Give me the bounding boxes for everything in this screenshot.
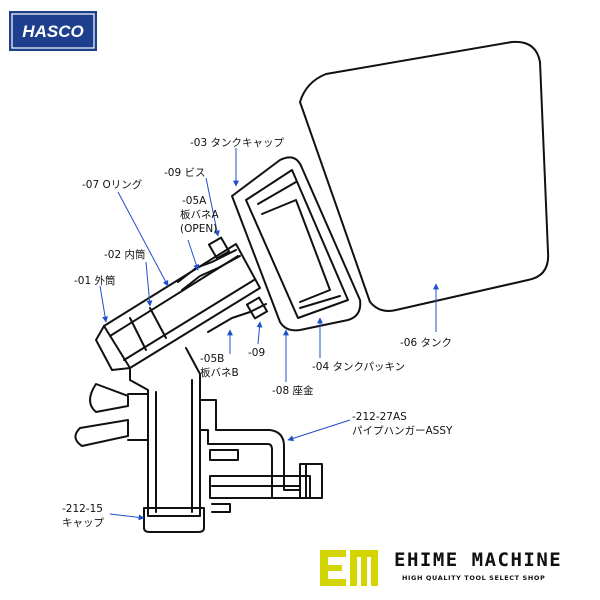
tank-cap-outline (231, 156, 362, 332)
outer-tube-outline (103, 243, 261, 369)
label-spring-b: -05B (200, 353, 224, 365)
ehime-machine-logo (318, 548, 380, 588)
hasco-logo: HASCO (8, 10, 98, 52)
handle-body (129, 347, 201, 517)
leader-inner-tube (145, 261, 153, 307)
label-spring-a: -05A (182, 195, 207, 207)
label-pipe-hanger-name: パイプハンガーASSY (352, 425, 453, 437)
leader-pipe-hanger (287, 419, 351, 442)
label-spring-a-name: 板バネA (180, 208, 219, 221)
label-spring-a-open: (OPEN) (180, 223, 217, 235)
label-spring-b-name: 板バネB (200, 366, 239, 379)
label-tank-cap: -03 タンクキャップ (190, 137, 284, 149)
label-screw-top: -09 ビス (164, 167, 206, 179)
svg-text:HASCO: HASCO (22, 22, 83, 41)
tank-body (299, 40, 550, 312)
label-tank-packing: -04 タンクパッキン (312, 361, 405, 373)
spring-b-shape (207, 303, 267, 333)
label-o-ring: -07 Oリング (82, 178, 143, 191)
label-washer: -08 座金 (272, 384, 314, 397)
label-pipe-hanger: -212-27AS (352, 411, 407, 423)
cap-shape (143, 507, 205, 533)
label-outer-tube: -01 外筒 (74, 274, 116, 287)
label-cap: -212-15 (62, 503, 103, 515)
leader-screw-top (205, 177, 220, 237)
shop-tagline: HIGH QUALITY TOOL SELECT SHOP (402, 574, 546, 582)
leader-o-ring (117, 191, 169, 287)
label-tank: -06 タンク (400, 337, 452, 349)
spring-a-shape (177, 249, 237, 283)
label-screw-bottom: -09 (248, 347, 265, 359)
wing-nut (89, 383, 129, 413)
leader-spring-a (187, 239, 200, 271)
leader-screw-bottom (256, 321, 263, 345)
leader-cap (109, 513, 145, 521)
label-inner-tube: -02 内筒 (104, 248, 146, 261)
pipe-hanger-shape (199, 399, 301, 491)
part-labels: -03 タンクキャップ -09 ビス -07 Oリング -05A 板バネA (O… (62, 137, 453, 529)
shop-name: EHIME MACHINE (394, 549, 563, 571)
label-cap-name: キャップ (62, 517, 104, 529)
leader-outer-tube (99, 285, 109, 323)
